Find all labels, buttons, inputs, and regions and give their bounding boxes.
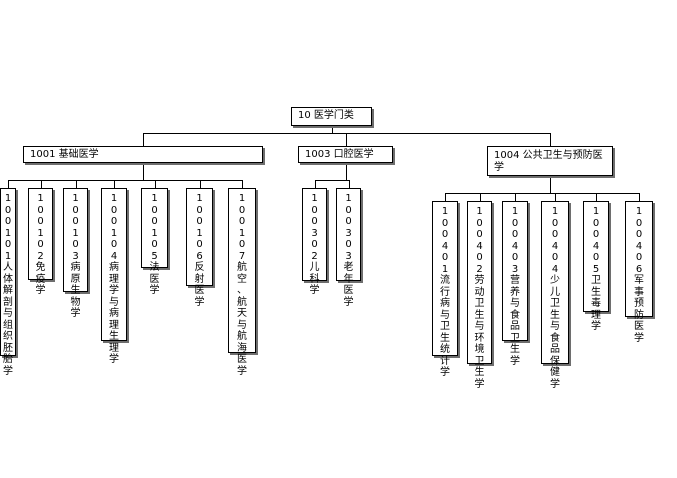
leaf-label: 10 04 01流行病与卫生统计学 (440, 206, 450, 378)
branch-down-stem (345, 163, 347, 180)
leaf-node: 10 01 05法医学 (141, 188, 168, 296)
branch-down-stem (550, 176, 551, 193)
leaf-label: 10 01 02免疫学 (35, 193, 46, 296)
leaf-label: 10 04 05卫生毒理学 (591, 206, 601, 332)
leaf-arrow-stem (154, 180, 156, 188)
leaf-node: 10 03 02儿科学 (302, 188, 327, 296)
leaf-arrow-stem (314, 180, 316, 188)
leaf-node: 10 01 06反射医学 (186, 188, 213, 308)
leaf-arrow-stem (40, 180, 42, 188)
leaf-arrow-stem (555, 193, 556, 201)
leaf-label: 10 01 01人体解剖与组织胚胎学 (3, 193, 13, 377)
root-stem (331, 126, 333, 133)
branch-stem (345, 133, 347, 146)
branch-node-stomatology: 1003 口腔医学 (298, 146, 393, 163)
root-bus (143, 133, 551, 134)
leaf-node: 10 01 07航空、航天与航海医学 (228, 188, 256, 377)
branch-stem (550, 133, 551, 146)
branch-stem (143, 133, 144, 146)
leaf-label: 10 04 06军事预防医学 (634, 206, 644, 344)
leaf-label: 10 03 02儿科学 (309, 193, 320, 296)
leaf-label: 10 01 04病理学与病理生理学 (109, 193, 119, 365)
leaf-arrow-stem (479, 193, 481, 201)
leaf-node: 10 03 03老年医学 (336, 188, 361, 308)
leaf-node: 10 04 01流行病与卫生统计学 (432, 201, 458, 378)
branch-down-stem (143, 163, 144, 180)
branch-node-basic-medicine: 1001 基础医学 (23, 146, 263, 163)
leaf-arrow-stem (8, 180, 9, 188)
leaf-node: 10 01 03病原生物学 (63, 188, 88, 319)
leaf-node: 10 04 03营养与食品卫生学 (502, 201, 528, 367)
leaf-label: 10 03 03老年医学 (343, 193, 354, 308)
leaf-arrow-stem (114, 180, 115, 188)
leaf-bus (445, 193, 640, 194)
leaf-arrow-stem (639, 193, 640, 201)
leaf-label: 10 01 05法医学 (149, 193, 160, 296)
branch-node-public-health: 1004 公共卫生与预防医学 (487, 146, 613, 176)
leaf-arrow-stem (515, 193, 516, 201)
leaf-arrow-stem (445, 193, 446, 201)
leaf-node: 10 01 02免疫学 (28, 188, 53, 296)
leaf-label: 10 01 03病原生物学 (70, 193, 81, 319)
leaf-label: 10 04 02劳动卫生与环境卫生学 (474, 206, 485, 390)
leaf-label: 10 04 04少儿卫生与食品保健学 (550, 206, 560, 390)
leaf-node: 10 04 05卫生毒理学 (583, 201, 609, 332)
leaf-node: 10 04 06军事预防医学 (625, 201, 653, 344)
leaf-node: 10 04 04少儿卫生与食品保健学 (541, 201, 569, 390)
leaf-arrow-stem (199, 180, 201, 188)
leaf-arrow-stem (242, 180, 243, 188)
leaf-label: 10 01 06反射医学 (194, 193, 205, 308)
leaf-arrow-stem (348, 180, 350, 188)
root-node: 10 医学门类 (291, 107, 372, 126)
leaf-node: 10 01 01人体解剖与组织胚胎学 (0, 188, 16, 377)
leaf-arrow-stem (75, 180, 77, 188)
leaf-node: 10 04 02劳动卫生与环境卫生学 (467, 201, 492, 390)
leaf-bus (8, 180, 243, 181)
leaf-label: 10 01 07航空、航天与航海医学 (237, 193, 247, 377)
leaf-label: 10 04 03营养与食品卫生学 (510, 206, 520, 367)
leaf-bus (314, 180, 350, 181)
leaf-arrow-stem (596, 193, 597, 201)
leaf-node: 10 01 04病理学与病理生理学 (101, 188, 127, 365)
